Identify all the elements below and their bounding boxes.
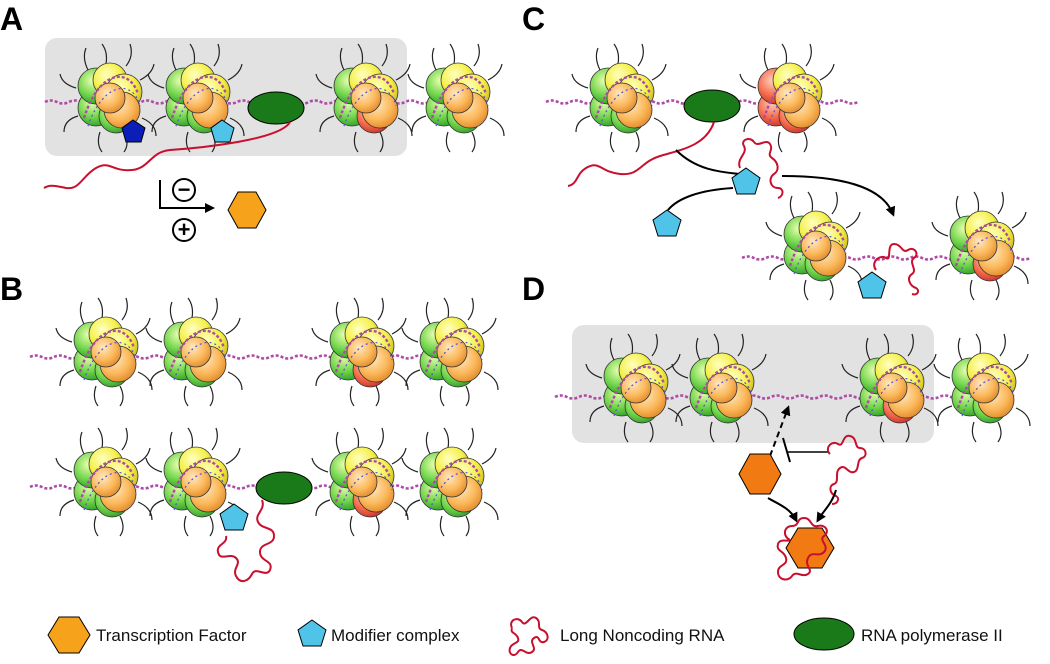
panel-label-d: D <box>522 271 545 307</box>
nucleosome <box>932 332 1032 444</box>
nucleosome <box>144 296 244 408</box>
nucleosome <box>54 426 154 538</box>
lncrna-icon <box>216 499 276 582</box>
minus-sign-icon <box>172 178 196 202</box>
nucleosome <box>400 426 500 538</box>
targeting-arrow <box>781 175 896 217</box>
nascent-lncrna <box>43 121 291 190</box>
cyan-pentagon-icon <box>297 619 327 647</box>
nucleosome <box>930 190 1030 302</box>
lncrna-icon <box>826 434 867 505</box>
tf-binding-dashed-arrow <box>769 405 791 457</box>
green-ellipse-icon <box>793 617 855 651</box>
nucleosome <box>570 42 670 154</box>
legend-item-lncrna: Long Noncoding RNA <box>508 616 725 656</box>
nucleosome <box>310 426 410 538</box>
modifier-complex-icon <box>857 271 887 299</box>
panel-a: A − + <box>0 1 506 242</box>
modifier-complex-icon <box>210 119 235 143</box>
panel-b: B <box>0 271 500 582</box>
red-squiggle-icon <box>508 616 549 656</box>
plus-sign-text: + <box>178 217 191 242</box>
rna-polymerase-ii <box>683 89 741 123</box>
legend-item-transcription-factor: Transcription Factor <box>47 616 247 654</box>
nascent-lncrna <box>567 121 715 187</box>
nucleosome <box>310 296 410 408</box>
modifier-complex-dark-icon <box>121 119 146 143</box>
rna-polymerase-ii <box>247 91 305 125</box>
inhibition-bar <box>782 437 791 463</box>
modifier-complex-icon <box>731 167 761 195</box>
lncrna-bound-tf-icon <box>776 516 828 581</box>
lncrna-sequestration-arrow <box>816 489 837 523</box>
legend-label: Modifier complex <box>331 626 460 645</box>
panel-d: D <box>522 271 1032 581</box>
plus-sign-icon <box>172 218 196 242</box>
nucleosome <box>406 42 506 154</box>
panel-c: C <box>522 1 1031 302</box>
legend: Transcription Factor Modifier complex Lo… <box>47 616 1003 656</box>
transcription-factor-icon <box>227 191 267 229</box>
recruitment-arrow <box>675 149 741 175</box>
panel-label-c: C <box>522 1 545 37</box>
legend-item-modifier-complex: Modifier complex <box>297 619 460 647</box>
modifier-complex-icon <box>652 209 682 237</box>
legend-item-rna-pol-ii: RNA polymerase II <box>793 617 1003 651</box>
nucleosome <box>764 190 864 302</box>
tf-sequestration-arrow <box>767 497 798 523</box>
lncrna-icon <box>873 242 920 296</box>
lncrna-icon <box>738 138 784 199</box>
legend-label: RNA polymerase II <box>861 626 1003 645</box>
minus-sign-text: − <box>178 177 191 202</box>
legend-label: Transcription Factor <box>96 626 247 645</box>
panel-label-b: B <box>0 271 23 307</box>
modifier-binding-arrow <box>667 187 734 211</box>
nucleosome <box>54 296 154 408</box>
regulation-arrow <box>159 180 215 213</box>
modifier-complex-icon <box>219 503 249 531</box>
legend-label: Long Noncoding RNA <box>560 626 725 645</box>
nucleosome <box>738 42 838 154</box>
orange-hexagon-icon <box>47 616 91 654</box>
panel-label-a: A <box>0 1 23 37</box>
transcription-factor-icon <box>738 453 782 495</box>
rna-polymerase-ii <box>255 471 313 505</box>
nucleosome <box>400 296 500 408</box>
